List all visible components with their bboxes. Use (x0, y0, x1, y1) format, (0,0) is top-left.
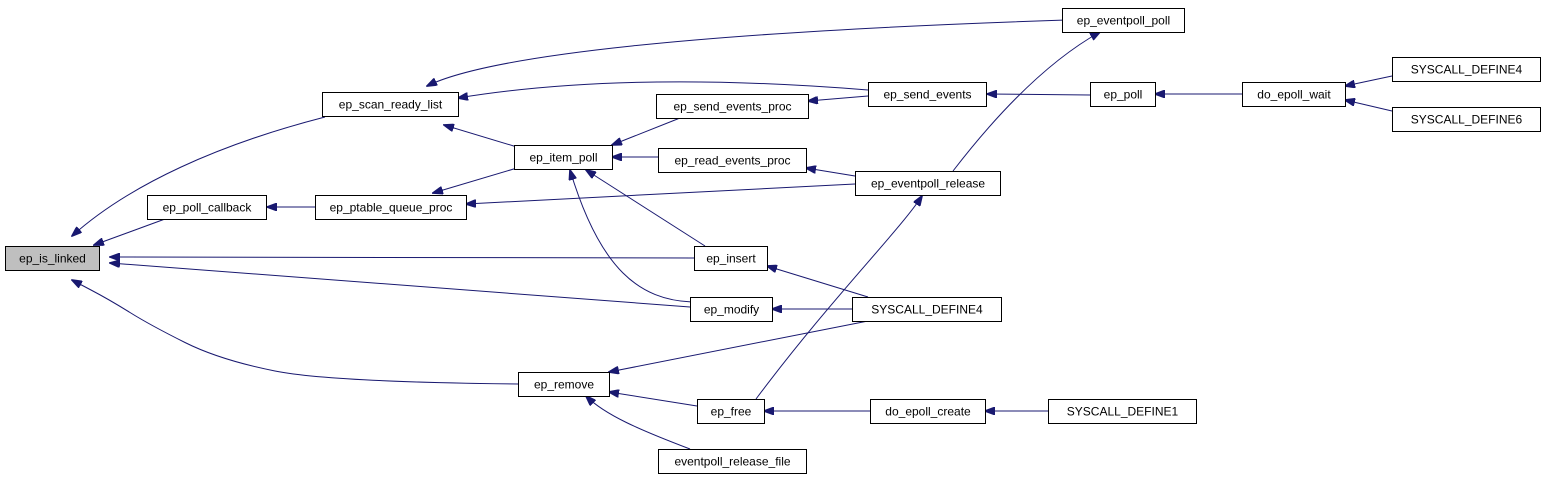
node-label: ep_poll_callback (163, 201, 253, 215)
node-box (697, 399, 765, 424)
edge-ep_poll_callback-to-ep_is_linked (94, 218, 166, 245)
node-box (147, 195, 267, 220)
node-label: ep_remove (534, 378, 594, 392)
node-do_epoll_wait[interactable]: do_epoll_wait (1242, 82, 1346, 107)
node-label: ep_ptable_queue_proc (330, 201, 453, 215)
node-box (1392, 107, 1541, 132)
node-ep_free[interactable]: ep_free (697, 399, 765, 424)
nodes-layer: ep_is_linked ep_scan_ready_list ep_poll_ca… (5, 8, 1541, 474)
node-eventpoll_release_file[interactable]: eventpoll_release_file (658, 449, 807, 474)
edge-ep_eventpoll_poll-to-ep_scan_ready_list (427, 19, 1067, 86)
edge-ep_insert-to-ep_item_poll (586, 170, 706, 247)
node-ep_eventpoll_poll[interactable]: ep_eventpoll_poll (1062, 8, 1185, 33)
edge-SYSCALL_DEFINE4_mid-to-ep_remove (609, 320, 869, 372)
node-ep_send_events[interactable]: ep_send_events (868, 82, 987, 107)
node-ep_scan_ready_list[interactable]: ep_scan_ready_list (322, 92, 459, 117)
edge-ep_poll-to-ep_send_events (987, 94, 1091, 95)
node-ep_poll_callback[interactable]: ep_poll_callback (147, 195, 267, 220)
node-box (855, 171, 1001, 196)
edge-ep_free-to-ep_remove (609, 392, 698, 407)
node-label: do_epoll_wait (1257, 88, 1331, 102)
node-label: do_epoll_create (885, 405, 971, 419)
node-SYSCALL_DEFINE4_right[interactable]: SYSCALL_DEFINE4 (1392, 57, 1541, 82)
node-label: ep_insert (706, 252, 756, 266)
node-label: ep_send_events_proc (673, 100, 791, 114)
node-ep_item_poll[interactable]: ep_item_poll (514, 145, 613, 170)
edge-ep_modify-to-ep_item_poll (570, 170, 693, 303)
node-box (870, 399, 986, 424)
edge-ep_scan_ready_list-to-ep_is_linked (72, 116, 326, 236)
edge-ep_free-to-ep_eventpoll_release (755, 196, 922, 400)
node-label: ep_eventpoll_release (871, 177, 985, 191)
node-label: ep_eventpoll_poll (1077, 14, 1170, 28)
node-SYSCALL_DEFINE1[interactable]: SYSCALL_DEFINE1 (1048, 399, 1197, 424)
node-ep_remove[interactable]: ep_remove (518, 372, 610, 397)
edge-ep_eventpoll_release-to-ep_eventpoll_poll (952, 32, 1100, 172)
node-box (1090, 82, 1156, 107)
node-label: ep_read_events_proc (674, 154, 790, 168)
node-ep_insert[interactable]: ep_insert (694, 246, 768, 271)
node-label: SYSCALL_DEFINE4 (1411, 63, 1523, 77)
node-box (658, 148, 807, 173)
node-ep_modify[interactable]: ep_modify (690, 297, 773, 322)
edge-ep_item_poll-to-ep_scan_ready_list (444, 125, 518, 148)
node-box (5, 246, 100, 271)
edge-ep_eventpoll_release-to-ep_ptable_queue_proc (466, 183, 856, 204)
node-box (1062, 8, 1185, 33)
node-label: ep_modify (704, 303, 759, 317)
node-box (694, 246, 768, 271)
node-box (315, 195, 467, 220)
edge-ep_insert-to-ep_is_linked (110, 257, 695, 258)
edge-eventpoll_release_file-to-ep_remove (586, 396, 691, 450)
node-label: ep_scan_ready_list (339, 98, 443, 112)
node-box (514, 145, 613, 170)
node-label: ep_item_poll (529, 151, 597, 165)
node-box (1392, 57, 1541, 82)
edge-ep_eventpoll_release-to-ep_read_events_proc (806, 168, 856, 177)
node-label: eventpoll_release_file (674, 455, 790, 469)
node-box (690, 297, 773, 322)
node-label: ep_free (711, 405, 752, 419)
node-label: ep_is_linked (19, 252, 86, 266)
node-ep_is_linked[interactable]: ep_is_linked (5, 246, 100, 271)
edge-ep_send_events-to-ep_send_events_proc (808, 95, 869, 101)
node-SYSCALL_DEFINE6[interactable]: SYSCALL_DEFINE6 (1392, 107, 1541, 132)
node-do_epoll_create[interactable]: do_epoll_create (870, 399, 986, 424)
node-label: ep_poll (1104, 88, 1143, 102)
node-box (322, 92, 459, 117)
node-box (852, 297, 1002, 322)
node-box (658, 449, 807, 474)
edge-SYSCALL_DEFINE4_mid-to-ep_insert (767, 266, 869, 298)
node-label: SYSCALL_DEFINE4 (871, 303, 983, 317)
edge-ep_remove-to-ep_is_linked (72, 280, 519, 385)
node-ep_ptable_queue_proc[interactable]: ep_ptable_queue_proc (315, 195, 467, 220)
node-SYSCALL_DEFINE4_mid[interactable]: SYSCALL_DEFINE4 (852, 297, 1002, 322)
node-box (1242, 82, 1346, 107)
edge-ep_send_events_proc-to-ep_item_poll (612, 117, 681, 145)
node-label: ep_send_events (883, 88, 971, 102)
edge-ep_modify-to-ep_is_linked (110, 263, 691, 308)
edge-ep_item_poll-to-ep_ptable_queue_proc (433, 167, 518, 193)
edge-ep_send_events-to-ep_scan_ready_list (458, 81, 869, 98)
edge-SYSCALL_DEFINE4_right-to-do_epoll_wait (1345, 75, 1393, 86)
node-ep_eventpoll_release[interactable]: ep_eventpoll_release (855, 171, 1001, 196)
node-box (868, 82, 987, 107)
edges-layer (72, 19, 1393, 450)
node-box (656, 94, 809, 119)
node-label: SYSCALL_DEFINE6 (1411, 113, 1523, 127)
edge-SYSCALL_DEFINE6-to-do_epoll_wait (1345, 100, 1393, 112)
node-ep_read_events_proc[interactable]: ep_read_events_proc (658, 148, 807, 173)
node-label: SYSCALL_DEFINE1 (1067, 405, 1179, 419)
node-ep_poll[interactable]: ep_poll (1090, 82, 1156, 107)
node-box (1048, 399, 1197, 424)
node-box (518, 372, 610, 397)
node-ep_send_events_proc[interactable]: ep_send_events_proc (656, 94, 809, 119)
